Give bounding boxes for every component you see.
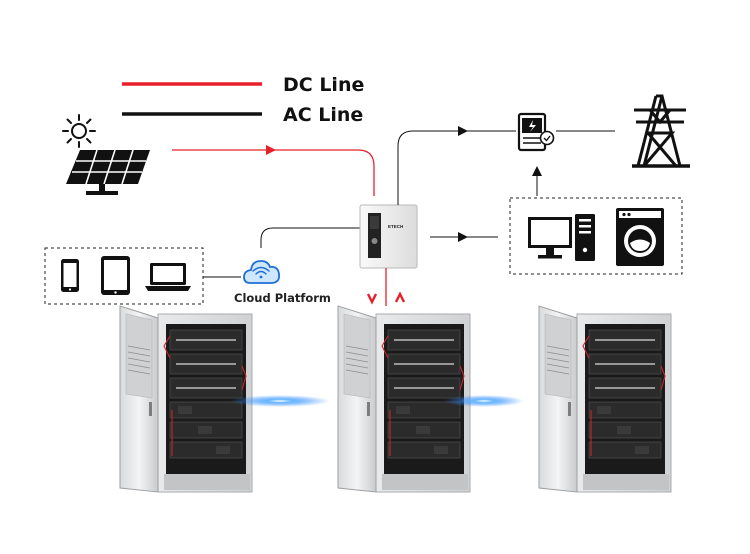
inverter-brand: ETECH [388,224,403,229]
battery-cabinet-icon [117,305,253,493]
cloud-wifi-icon [243,260,280,284]
inverter-to-loads-arrow [458,232,468,242]
cloud-to-inverter-line [260,227,360,248]
solar-dc-line [172,149,375,196]
inverter-to-meter-arrow [458,126,468,136]
inverter-icon: ETECH [359,204,418,269]
tablet-icon [101,256,130,295]
solar-dc-arrow [266,145,276,155]
dc-line-label: DC Line [283,74,364,96]
cloud-platform-label: Cloud Platform [234,291,331,305]
smartphone-icon [61,259,79,292]
battery-discharge-arrow [394,291,406,303]
loads-to-meter-arrow [532,166,542,176]
inverter-to-meter-line [397,130,516,205]
sun-icon [62,114,96,148]
legend: DC Line AC Line [122,74,364,126]
ac-line-label: AC Line [283,104,363,126]
smart-meter-icon [517,112,555,152]
monitoring-devices-box [44,247,204,305]
solar-panel-icon [66,149,150,195]
battery-cabinet-icon [536,305,672,493]
cabinet-link-glow [444,395,524,407]
battery-charge-arrow [366,293,378,305]
transmission-tower-icon [632,94,690,168]
household-loads-box [509,197,683,275]
cabinet-link-glow [230,395,330,407]
laptop-icon [145,263,191,291]
washing-machine-icon [616,208,664,266]
desktop-computer-icon [528,214,595,261]
